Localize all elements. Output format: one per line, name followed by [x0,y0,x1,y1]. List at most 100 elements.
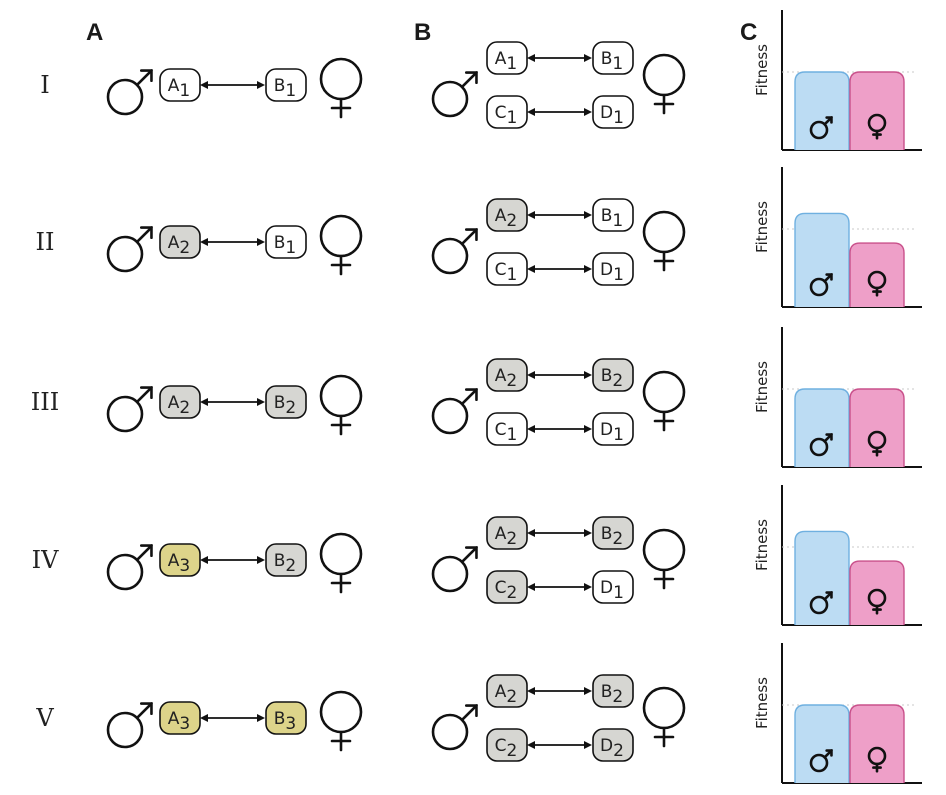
female-symbol-icon [642,686,686,748]
gene-box-b-right: B1 [592,41,634,75]
interaction-arrow [200,556,265,564]
male-symbol-icon [809,591,833,615]
gene-box-a-left-label: A1 [168,76,190,101]
gene-box-b-left-label: A2 [495,524,517,549]
female-symbol-icon [867,746,887,773]
gene-box-b-left: C1 [486,412,528,446]
gene-box-b-right-label: D1 [600,260,624,285]
row-label-2: II [36,228,55,256]
male-symbol-icon [809,749,833,773]
fitness-chart-1: Fitness [753,10,922,151]
gene-box-a-left-label: A3 [168,551,190,576]
fitness-axis-label: Fitness [753,361,771,413]
gene-box-a-right: B2 [265,543,307,577]
female-symbol-icon [642,528,686,590]
male-fitness-bar [794,71,850,150]
gene-box-a-right: B1 [265,225,307,259]
gene-box-a-left-label: A2 [168,393,190,418]
female-fitness-bar [849,560,905,625]
male-fitness-bar [794,212,850,307]
fitness-chart-4: Fitness [753,485,922,626]
gene-box-a-right-label: B2 [274,551,297,576]
gene-box-b-left: C1 [486,95,528,129]
row-label-3: III [31,388,59,416]
gene-box-b-left-label: C1 [495,420,518,445]
female-symbol-icon [319,214,363,276]
interaction-arrow [527,265,592,273]
female-symbol-icon [319,57,363,119]
male-symbol-icon [106,226,153,273]
female-symbol-icon [319,374,363,436]
male-symbol-icon [431,71,478,118]
gene-box-a-right-label: B3 [274,709,297,734]
gene-box-b-right-label: B1 [601,206,624,231]
gene-box-b-left-label: A1 [495,49,517,74]
male-symbol-icon [431,546,478,593]
gene-box-b-right: D1 [592,570,634,604]
gene-box-b-right-label: D2 [600,736,624,761]
gene-box-b-right: D2 [592,728,634,762]
interaction-arrow [200,398,265,406]
fitness-chart-5: Fitness [753,643,922,784]
gene-box-b-left: A1 [486,41,528,75]
gene-box-b-left-label: A2 [495,682,517,707]
gene-box-b-right: B1 [592,198,634,232]
gene-box-b-left-label: C1 [495,103,518,128]
gene-box-a-left: A3 [159,701,201,735]
gene-box-b-right: D1 [592,95,634,129]
female-symbol-icon [642,53,686,115]
interaction-arrow [200,714,265,722]
interaction-arrow [527,371,592,379]
gene-box-a-right-label: B2 [274,393,297,418]
gene-box-b-right-label: D1 [600,578,624,603]
female-fitness-bar [849,71,905,150]
male-symbol-icon [431,388,478,435]
female-symbol-icon [642,370,686,432]
interaction-arrow [527,583,592,591]
female-fitness-bar [849,704,905,783]
gene-box-b-right: D1 [592,252,634,286]
female-fitness-bar [849,388,905,467]
male-symbol-icon [809,116,833,140]
female-symbol-icon [867,430,887,457]
female-symbol-icon [867,113,887,140]
female-symbol-icon [867,588,887,615]
gene-box-b-left: A2 [486,516,528,550]
gene-box-b-left: C2 [486,570,528,604]
gene-box-b-left-label: C1 [495,260,518,285]
female-fitness-bar [849,242,905,307]
male-symbol-icon [106,386,153,433]
gene-box-a-right: B3 [265,701,307,735]
male-symbol-icon [809,273,833,297]
gene-box-a-left: A2 [159,385,201,419]
gene-box-b-right-label: D1 [600,420,624,445]
fitness-axis-label: Fitness [753,519,771,571]
male-symbol-icon [106,702,153,749]
gene-box-a-left: A1 [159,68,201,102]
gene-box-b-left-label: C2 [495,736,518,761]
gene-box-a-right-label: B1 [274,76,297,101]
interaction-arrow [527,425,592,433]
interaction-arrow [527,687,592,695]
gene-box-b-right-label: B1 [601,49,624,74]
interaction-arrow [527,529,592,537]
gene-box-a-left: A2 [159,225,201,259]
male-symbol-icon [106,544,153,591]
interaction-arrow [527,741,592,749]
male-symbol-icon [809,433,833,457]
gene-box-b-left: A2 [486,198,528,232]
gene-box-b-right: B2 [592,674,634,708]
gene-box-a-left: A3 [159,543,201,577]
interaction-arrow [527,211,592,219]
panel-label-a: A [86,19,103,46]
gene-box-b-left: C1 [486,252,528,286]
panel-label-c: C [740,19,757,46]
fitness-axis-label: Fitness [753,44,771,96]
female-symbol-icon [319,532,363,594]
row-label-5: V [35,704,54,732]
gene-box-b-right-label: D1 [600,103,624,128]
female-symbol-icon [867,270,887,297]
